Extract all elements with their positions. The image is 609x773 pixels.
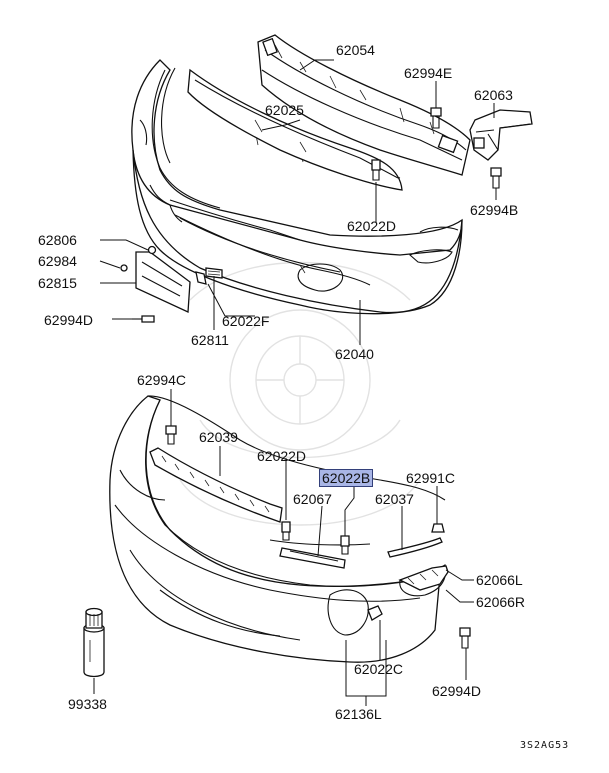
bolt-62994B	[490, 167, 502, 189]
clip-62022D-mid	[281, 521, 291, 541]
part-label-62022D-top[interactable]: 62022D	[347, 218, 397, 234]
part-label-62067[interactable]: 62067	[293, 491, 332, 507]
bolt-62994E	[430, 107, 442, 129]
touch-up-paint-99338	[83, 607, 105, 678]
leader-lines	[93, 59, 497, 706]
part-label-62991C[interactable]: 62991C	[406, 470, 456, 486]
part-label-62037[interactable]: 62037	[375, 491, 414, 507]
part-label-62022F[interactable]: 62022F	[222, 313, 270, 329]
part-label-62022C[interactable]: 62022C	[354, 661, 404, 677]
part-label-99338[interactable]: 99338	[68, 696, 107, 712]
side-extension-62066	[398, 565, 449, 591]
part-label-62022D-mid[interactable]: 62022D	[257, 448, 307, 464]
bumper-reinforcement-62054	[257, 34, 471, 176]
license-plate-bracket-62815	[120, 245, 223, 323]
air-dam-strip-62039	[149, 447, 283, 523]
clip-62022D-top	[371, 159, 381, 181]
part-label-62994B[interactable]: 62994B	[470, 202, 519, 218]
part-label-62994D-right[interactable]: 62994D	[432, 683, 482, 699]
bumper-absorber-62025	[187, 68, 403, 191]
diagram-code: 3S2AG53	[520, 740, 570, 751]
part-label-62025[interactable]: 62025	[265, 102, 304, 118]
bolt-62994D-right	[459, 627, 471, 649]
clip-62991C	[431, 523, 445, 533]
part-label-62136L[interactable]: 62136L	[335, 706, 382, 722]
molding-62037	[387, 537, 443, 558]
part-label-62811[interactable]: 62811	[191, 332, 229, 348]
clip-62022B	[340, 535, 350, 555]
side-bracket-62063	[469, 109, 533, 161]
part-label-62806[interactable]: 62806	[38, 232, 77, 248]
part-label-62063[interactable]: 62063	[474, 87, 513, 103]
garnish-62067	[279, 547, 346, 569]
part-label-62039[interactable]: 62039	[199, 429, 238, 445]
part-label-62022B[interactable]: 62022B	[319, 469, 374, 487]
clip-62022C	[367, 605, 383, 621]
part-label-62066L[interactable]: 62066L	[476, 572, 523, 588]
part-label-62984[interactable]: 62984	[38, 253, 77, 269]
part-label-62994E[interactable]: 62994E	[404, 65, 453, 81]
bolt-62994C	[165, 425, 177, 445]
part-label-62040[interactable]: 62040	[335, 346, 374, 362]
bumper-cover-lower	[109, 395, 447, 663]
part-label-62815[interactable]: 62815	[38, 275, 77, 291]
watermark-emblem	[179, 261, 421, 526]
part-label-62994D-left[interactable]: 62994D	[44, 312, 94, 328]
part-label-62994C[interactable]: 62994C	[137, 372, 187, 388]
part-label-62054[interactable]: 62054	[336, 42, 375, 58]
part-label-62066R[interactable]: 62066R	[476, 594, 526, 610]
